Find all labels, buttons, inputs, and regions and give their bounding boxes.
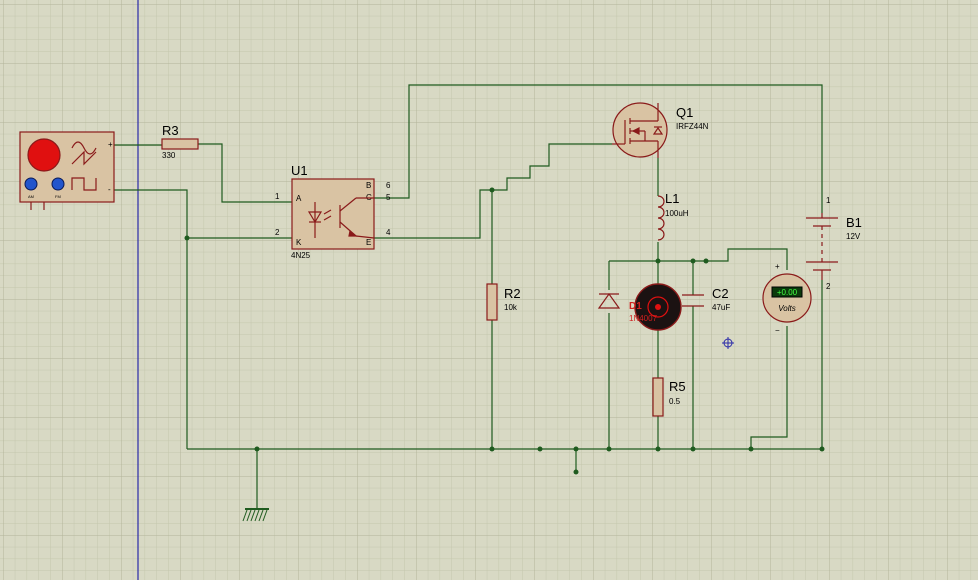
resistor-r2[interactable]: R2 10k xyxy=(486,283,521,321)
b1-ref: B1 xyxy=(846,215,862,230)
d1-part: 1N4007 xyxy=(629,314,658,323)
u1-pin-a: A xyxy=(296,194,302,203)
capacitor-c2[interactable]: C2 47uF xyxy=(682,286,730,312)
mosfet-q1[interactable]: Q1 IRFZ44N xyxy=(612,102,709,158)
b1-value: 12V xyxy=(846,232,861,241)
u1-pin-4: 4 xyxy=(386,228,391,237)
u1-pin-2: 2 xyxy=(275,228,280,237)
u1-part: 4N25 xyxy=(291,251,311,260)
crosshair-cursor-icon xyxy=(722,337,734,349)
function-generator[interactable]: AM FM + - xyxy=(19,131,115,210)
l1-ref: L1 xyxy=(665,191,679,206)
u1-pin-5: 5 xyxy=(386,193,391,202)
resistor-r5[interactable]: R5 0.5 xyxy=(652,377,686,417)
u1-pin-1: 1 xyxy=(275,192,280,201)
u1-pin-k: K xyxy=(296,238,302,247)
led-icon xyxy=(307,202,332,238)
u1-pin-e: E xyxy=(366,238,371,247)
voltmeter-reading: +0.00 xyxy=(777,288,798,297)
generator-minus-label: - xyxy=(108,185,111,194)
sawtooth-wave-icon xyxy=(71,150,97,166)
c2-ref: C2 xyxy=(712,286,729,301)
r5-ref: R5 xyxy=(669,379,686,394)
wires[interactable] xyxy=(114,84,823,508)
d1-ref: D1 xyxy=(629,301,642,312)
q1-part: IRFZ44N xyxy=(676,122,709,131)
fm-label: FM xyxy=(55,194,61,199)
resistor-r3[interactable]: R3 330 xyxy=(161,123,199,160)
ground-symbol[interactable] xyxy=(242,508,269,522)
am-knob-icon[interactable] xyxy=(24,177,38,191)
b1-pin-1: 1 xyxy=(826,196,831,205)
voltmeter-display xyxy=(771,286,803,298)
u1-pin-b: B xyxy=(366,181,371,190)
r5-value: 0.5 xyxy=(669,397,681,406)
r3-ref: R3 xyxy=(162,123,179,138)
voltmeter-minus: − xyxy=(775,326,780,335)
am-label: AM xyxy=(28,194,34,199)
voltmeter-unit: Volts xyxy=(778,304,796,313)
u1-ref: U1 xyxy=(291,163,308,178)
dc-motor-d1[interactable]: D1 1N4007 xyxy=(629,283,682,331)
voltmeter-plus: + xyxy=(775,262,780,271)
u1-pin-6: 6 xyxy=(386,181,391,190)
battery-b1[interactable]: B1 12V 1 2 xyxy=(806,196,862,291)
inductor-l1[interactable]: L1 100uH xyxy=(657,191,689,241)
r2-value: 10k xyxy=(504,303,518,312)
c2-value: 47uF xyxy=(712,303,730,312)
square-wave-icon xyxy=(71,177,97,191)
junction-dots xyxy=(184,187,825,475)
fm-knob-icon[interactable] xyxy=(51,177,65,191)
phototransistor-icon xyxy=(339,197,375,239)
optocoupler-u1[interactable]: U1 4N25 A K B C E 1 2 6 5 4 xyxy=(275,163,391,260)
generator-plus-label: + xyxy=(108,140,113,149)
q1-ref: Q1 xyxy=(676,105,693,120)
l1-value: 100uH xyxy=(665,209,689,218)
sine-wave-icon xyxy=(71,141,97,155)
b1-pin-2: 2 xyxy=(826,282,831,291)
diode[interactable] xyxy=(597,292,621,309)
mosfet-icon xyxy=(612,103,664,158)
voltmeter[interactable]: +0.00 Volts + − xyxy=(762,262,812,335)
amplitude-knob-icon[interactable] xyxy=(27,138,61,172)
r3-value: 330 xyxy=(162,151,176,160)
r2-ref: R2 xyxy=(504,286,521,301)
